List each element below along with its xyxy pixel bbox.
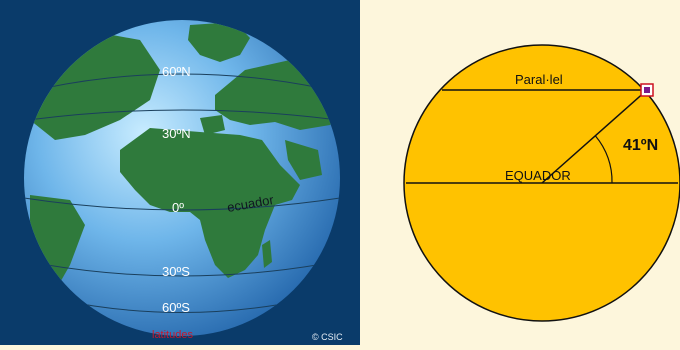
- label-60s: 60ºS: [162, 300, 190, 315]
- latitude-circle-diagram: Paral·lel EQUADOR 41ºN: [403, 44, 680, 322]
- label-parallel: Paral·lel: [515, 72, 563, 87]
- copyright-text: © CSIC: [312, 332, 343, 342]
- land-madagascar: [262, 240, 272, 268]
- angle-arc: [595, 135, 613, 184]
- line-30s: [29, 261, 335, 277]
- label-60n: 60ºN: [162, 64, 191, 79]
- line-60s: [59, 299, 305, 313]
- caption-latitudes: latitudes: [152, 329, 193, 341]
- label-angle: 41ºN: [623, 137, 658, 154]
- land-arabia: [285, 140, 322, 180]
- land-africa: [120, 128, 300, 278]
- label-30s: 30ºS: [162, 264, 190, 279]
- land-iberia: [200, 115, 225, 135]
- label-equador: EQUADOR: [505, 168, 571, 183]
- line-60n: [44, 73, 321, 89]
- land-greenland: [188, 22, 250, 62]
- radius-line: [541, 89, 648, 184]
- label-30n: 30ºN: [162, 126, 191, 141]
- point-marker-center: [644, 87, 650, 93]
- line-30n: [27, 109, 339, 121]
- line-equator: [24, 197, 340, 211]
- latitude-lines: [24, 73, 340, 313]
- label-0: 0º: [172, 200, 184, 215]
